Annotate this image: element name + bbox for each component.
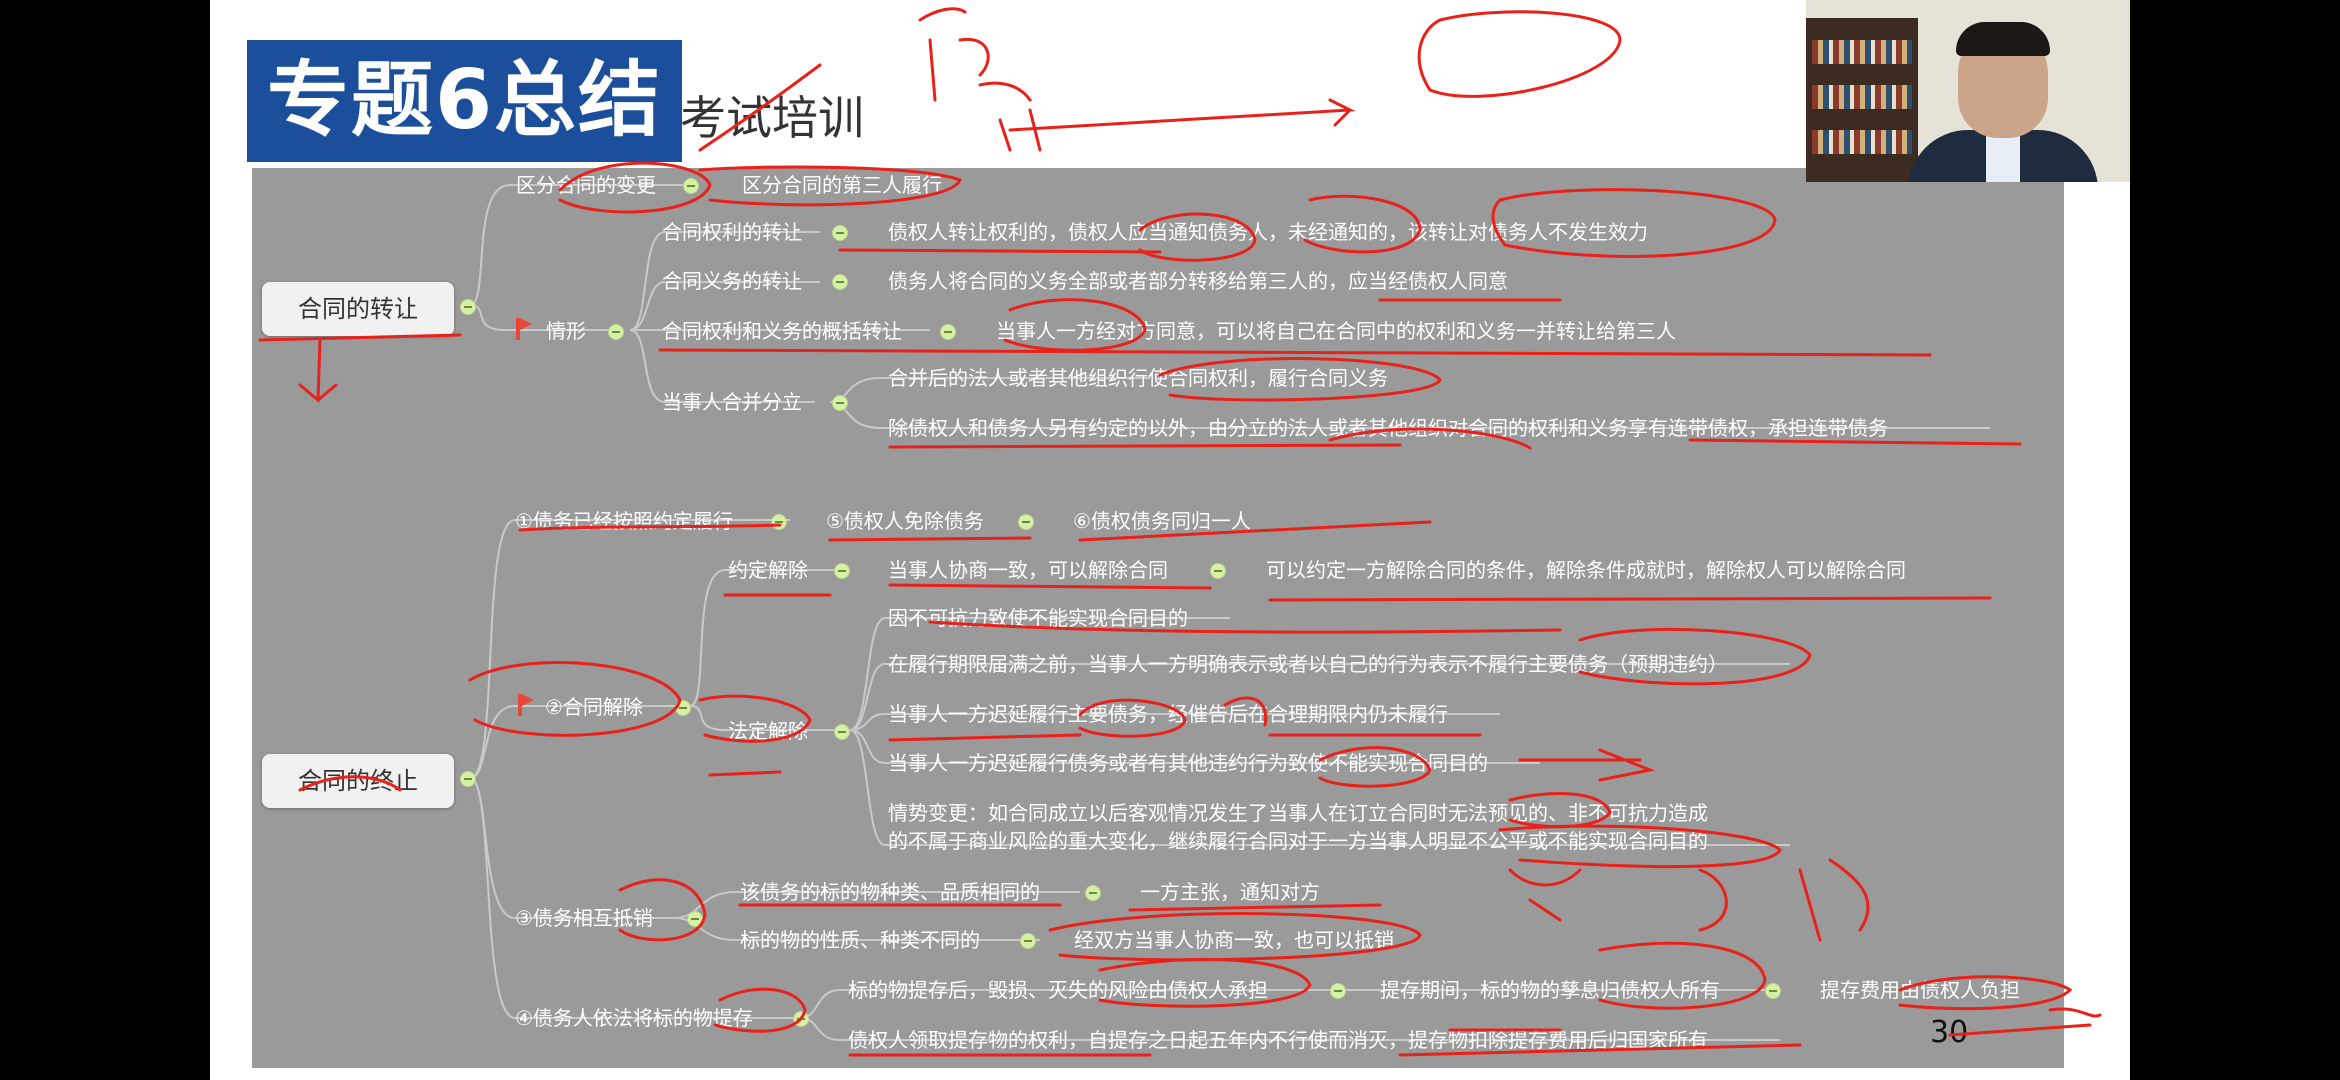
- collapse-dot-icon[interactable]: [1765, 983, 1781, 999]
- node-deposit-a[interactable]: 标的物提存后，毁损、灭失的风险由债权人承担: [848, 978, 1268, 1002]
- node-setoff-b[interactable]: 标的物的性质、种类不同的: [740, 928, 980, 952]
- node-debt-waived[interactable]: ⑤债权人免除债务: [826, 509, 984, 533]
- collapse-dot-icon[interactable]: [460, 299, 476, 315]
- collapse-dot-icon[interactable]: [675, 700, 691, 716]
- collapse-dot-icon[interactable]: [771, 514, 787, 530]
- collapse-dot-icon[interactable]: [1020, 933, 1036, 949]
- node-deposit-a2[interactable]: 提存期间，标的物的孳息归债权人所有: [1380, 978, 1720, 1002]
- node-statutory-5a[interactable]: 情势变更：如合同成立以后客观情况发生了当事人在订立合同时无法预见的、非不可抗力造…: [888, 801, 1708, 825]
- collapse-dot-icon[interactable]: [1085, 885, 1101, 901]
- flag-icon: [518, 694, 534, 716]
- node-statutory-4[interactable]: 当事人一方迟延履行债务或者有其他违约行为致使不能实现合同目的: [888, 751, 1488, 775]
- node-setoff-b2[interactable]: 经双方当事人协商一致，也可以抵销: [1074, 928, 1394, 952]
- collapse-dot-icon[interactable]: [460, 771, 476, 787]
- node-deposit-a3[interactable]: 提存费用由债权人负担: [1820, 978, 2020, 1002]
- root-contract-transfer[interactable]: 合同的转让: [262, 282, 454, 336]
- node-agreed-b[interactable]: 可以约定一方解除合同的条件，解除条件成就时，解除权人可以解除合同: [1266, 558, 1906, 582]
- node-deposit[interactable]: ④债务人依法将标的物提存: [515, 1006, 753, 1030]
- slide-page-number: 30: [1930, 1015, 1969, 1050]
- webcam-feed: [1806, 0, 2130, 182]
- collapse-dot-icon[interactable]: [832, 225, 848, 241]
- node-distinguish-change[interactable]: 区分合同的变更: [516, 173, 656, 197]
- node-setoff-a2[interactable]: 一方主张，通知对方: [1140, 880, 1320, 904]
- node-merger-split[interactable]: 当事人合并分立: [662, 390, 802, 414]
- node-setoff[interactable]: ③债务相互抵销: [515, 906, 653, 930]
- node-deposit-b[interactable]: 债权人领取提存物的权利，自提存之日起五年内不行使而消灭，提存物扣除提存费用后归国…: [848, 1028, 1708, 1052]
- node-contract-rescission[interactable]: ②合同解除: [545, 695, 643, 719]
- node-duty-transfer-desc[interactable]: 债务人将合同的义务全部或者部分转移给第三人的，应当经债权人同意: [888, 269, 1508, 293]
- title-banner: 专题6总结: [247, 40, 682, 162]
- node-general-transfer[interactable]: 合同权利和义务的概括转让: [662, 319, 902, 343]
- collapse-dot-icon[interactable]: [1210, 563, 1226, 579]
- collapse-dot-icon[interactable]: [1330, 983, 1346, 999]
- node-statutory-1[interactable]: 因不可抗力致使不能实现合同目的: [888, 606, 1188, 630]
- webcam-books: [1812, 85, 1912, 109]
- collapse-dot-icon[interactable]: [940, 324, 956, 340]
- node-rights-transfer[interactable]: 合同权利的转让: [662, 220, 802, 244]
- node-debt-performed[interactable]: ①债务已经按照约定履行: [515, 509, 733, 533]
- node-statutory-rescission[interactable]: 法定解除: [728, 719, 808, 743]
- collapse-dot-icon[interactable]: [834, 724, 850, 740]
- node-statutory-2[interactable]: 在履行期限届满之前，当事人一方明确表示或者以自己的行为表示不履行主要债务（预期违…: [888, 652, 1728, 676]
- node-merger-desc[interactable]: 合并后的法人或者其他组织行使合同权利，履行合同义务: [888, 366, 1388, 390]
- node-statutory-3[interactable]: 当事人一方迟延履行主要债务，经催告后在合理期限内仍未履行: [888, 702, 1448, 726]
- node-split-desc[interactable]: 除债权人和债务人另有约定的以外，由分立的法人或者其他组织对合同的权利和义务享有连…: [888, 416, 1888, 440]
- collapse-dot-icon[interactable]: [834, 563, 850, 579]
- webcam-books: [1812, 130, 1912, 154]
- node-agreed-rescission[interactable]: 约定解除: [728, 558, 808, 582]
- node-general-transfer-desc[interactable]: 当事人一方经对方同意，可以将自己在合同中的权利和义务一并转让给第三人: [996, 319, 1676, 343]
- node-setoff-a[interactable]: 该债务的标的物种类、品质相同的: [740, 880, 1040, 904]
- node-merger-of-debt[interactable]: ⑥债权债务同归一人: [1073, 509, 1251, 533]
- node-situations[interactable]: 情形: [546, 319, 586, 343]
- flag-icon: [516, 318, 532, 340]
- collapse-dot-icon[interactable]: [608, 324, 624, 340]
- node-duty-transfer[interactable]: 合同义务的转让: [662, 269, 802, 293]
- slide-subtitle: 考试培训: [680, 91, 864, 145]
- node-distinguish-third-party[interactable]: 区分合同的第三人履行: [742, 173, 942, 197]
- node-rights-transfer-desc[interactable]: 债权人转让权利的，债权人应当通知债务人，未经通知的，该转让对债务人不发生效力: [888, 220, 1648, 244]
- collapse-dot-icon[interactable]: [832, 274, 848, 290]
- node-statutory-5b[interactable]: 的不属于商业风险的重大变化，继续履行合同对于一方当事人明显不公平或不能实现合同目…: [888, 829, 1708, 853]
- webcam-books: [1812, 40, 1912, 64]
- root-contract-termination[interactable]: 合同的终止: [262, 754, 454, 808]
- collapse-dot-icon[interactable]: [687, 911, 703, 927]
- collapse-dot-icon[interactable]: [683, 178, 699, 194]
- collapse-dot-icon[interactable]: [793, 1011, 809, 1027]
- collapse-dot-icon[interactable]: [1018, 514, 1034, 530]
- collapse-dot-icon[interactable]: [832, 395, 848, 411]
- webcam-presenter-hair: [1956, 22, 2050, 56]
- node-agreed-a[interactable]: 当事人协商一致，可以解除合同: [888, 558, 1168, 582]
